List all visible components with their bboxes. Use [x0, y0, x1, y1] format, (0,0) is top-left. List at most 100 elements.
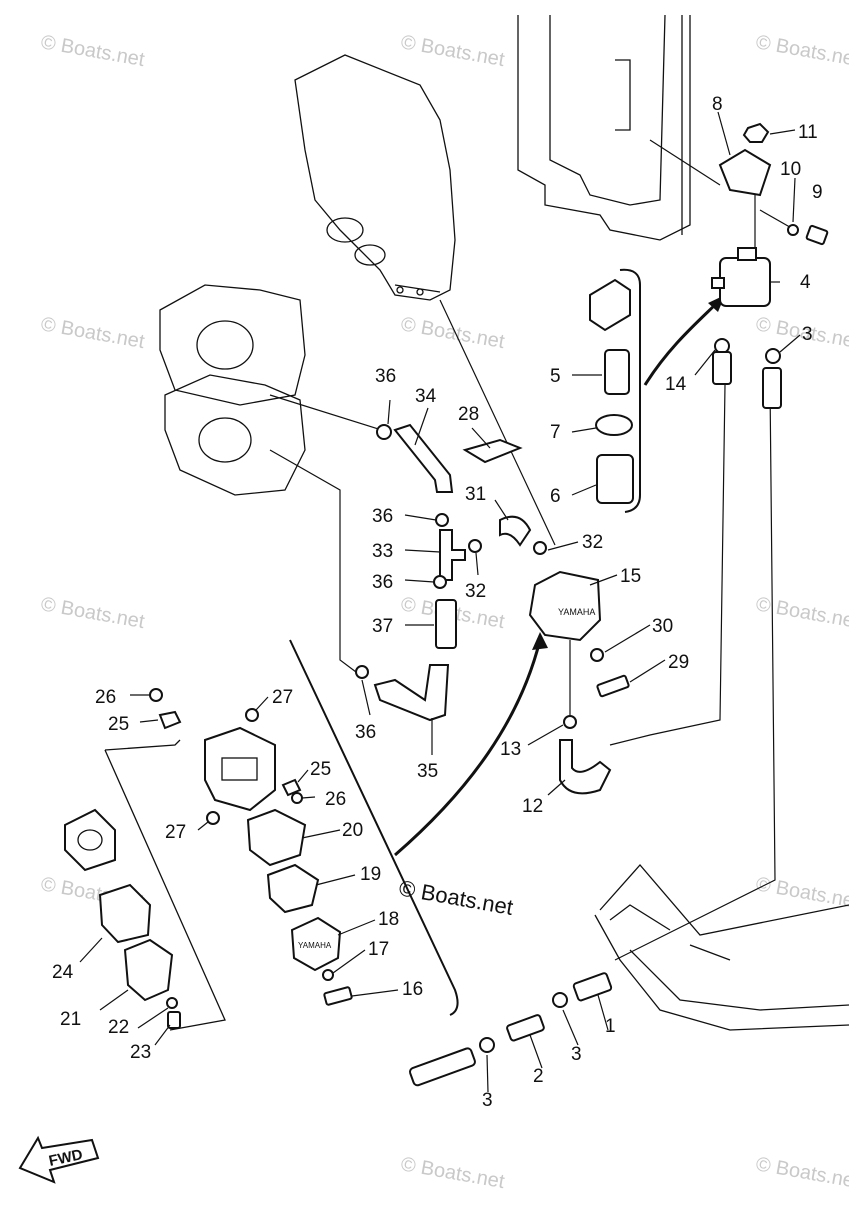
- watermark: © Boats.net: [399, 313, 506, 353]
- callout-34: 34: [415, 386, 437, 407]
- part-27-nut-lower: [206, 811, 220, 825]
- part-hose-b: [762, 367, 782, 409]
- part-plate-left: [64, 808, 116, 872]
- part-26-screw-upper: [149, 688, 163, 702]
- part-27-nut-upper: [245, 708, 259, 722]
- callout-19: 19: [360, 864, 381, 885]
- callout-7: 7: [550, 422, 561, 443]
- callout-8: 8: [712, 94, 723, 115]
- part-hose-a: [712, 351, 732, 385]
- callout-3: 3: [571, 1044, 582, 1065]
- callout-37: 37: [372, 616, 393, 637]
- callout-32: 32: [582, 532, 603, 553]
- callout-9: 9: [812, 182, 823, 203]
- callout-28: 28: [458, 404, 479, 425]
- callout-23: 23: [130, 1042, 151, 1063]
- fwd-label: FWD: [47, 1146, 84, 1170]
- bottom-cowling-outline: [594, 864, 849, 1031]
- part-20-diaphragm: [246, 808, 307, 867]
- callout-20: 20: [342, 820, 363, 841]
- callout-12: 12: [522, 796, 543, 817]
- part-pump-body: [204, 726, 276, 812]
- callout-26: 26: [95, 687, 116, 708]
- callout-2: 2: [533, 1066, 544, 1087]
- callout-31: 31: [465, 484, 486, 505]
- callout-labels: 1 2 3 3 3 4 5 6 7 8 9 10 11 12 13 14 15 …: [52, 94, 823, 1111]
- callout-18: 18: [378, 909, 399, 930]
- part-36-clamp-3: [433, 575, 447, 589]
- part-36-clamp-1: [376, 424, 392, 440]
- part-18-cover: YAMAHA: [290, 916, 342, 972]
- fuel-lines: [269, 139, 796, 961]
- watermark: © Boats.net: [399, 31, 506, 71]
- callout-11: 11: [798, 122, 818, 143]
- callout-6: 6: [550, 486, 561, 507]
- part-7-o-ring: [595, 414, 633, 436]
- brand-label: © Boats.net: [397, 875, 515, 920]
- part-10-washer: [787, 224, 799, 236]
- part-filter-fitting: [589, 278, 631, 332]
- callout-26: 26: [325, 789, 346, 810]
- watermark: © Boats.net: [399, 1153, 506, 1193]
- callout-35: 35: [417, 761, 438, 782]
- part-4-fuel-filter-assy: [711, 247, 771, 307]
- part-1-joint: [572, 972, 613, 1002]
- part-5-filter-element: [604, 349, 630, 395]
- watermark: © Boats.net: [754, 31, 849, 71]
- part-19-gasket: [266, 863, 320, 914]
- part-33-t-joint: [439, 529, 466, 581]
- callout-27: 27: [272, 687, 293, 708]
- part-15-fuel-pump: YAMAHA: [528, 570, 602, 642]
- part-37-hose: [435, 599, 457, 649]
- callout-30: 30: [652, 616, 673, 637]
- part-12-hose: [559, 739, 612, 795]
- part-26-screw-lower: [291, 792, 303, 804]
- svg-text:YAMAHA: YAMAHA: [298, 941, 332, 950]
- part-2-fuel-connector: [506, 1014, 545, 1042]
- watermark: © Boats.net: [39, 593, 146, 633]
- part-36-clamp-2: [435, 513, 449, 527]
- callout-25: 25: [310, 759, 331, 780]
- part-13-clamp: [563, 715, 577, 729]
- part-22-washer: [166, 997, 178, 1009]
- part-21-diaphragm: [123, 938, 174, 1002]
- callout-4: 4: [800, 272, 811, 293]
- part-24-gasket: [98, 883, 152, 944]
- part-11-nut: [742, 122, 770, 143]
- callout-36: 36: [375, 366, 396, 387]
- part-25-connector-lower: [281, 778, 302, 797]
- callout-13: 13: [500, 739, 521, 760]
- part-3-clamp-mid: [552, 992, 568, 1008]
- callout-15: 15: [620, 566, 641, 587]
- callout-33: 33: [372, 541, 393, 562]
- group-brackets: [104, 268, 641, 1031]
- part-34-hose: [393, 423, 454, 493]
- callout-1: 1: [605, 1016, 616, 1037]
- callout-36: 36: [372, 506, 393, 527]
- part-31-elbow: [499, 515, 532, 547]
- part-3-clamp: [765, 348, 781, 364]
- part-3-clamp-low: [479, 1037, 495, 1053]
- part-29-bolt: [596, 674, 630, 698]
- callout-22: 22: [108, 1017, 129, 1038]
- leader-lines: [79, 111, 801, 1093]
- part-36-clamp-4: [355, 665, 369, 679]
- callout-27: 27: [165, 822, 186, 843]
- carburetor-assembly-outline: [159, 284, 306, 496]
- part-9-bolt: [805, 224, 829, 246]
- part-25-connector-upper: [158, 710, 182, 730]
- callout-32: 32: [465, 581, 486, 602]
- callout-36: 36: [355, 722, 376, 743]
- brand-stamp: © Boats.net: [397, 875, 515, 920]
- part-fuel-hose-lower: [408, 1047, 476, 1087]
- part-35-hose: [373, 664, 450, 722]
- callout-16: 16: [402, 979, 423, 1000]
- part-28-gasket: [462, 438, 523, 464]
- part-8-bracket: [718, 148, 772, 197]
- callout-36: 36: [372, 572, 393, 593]
- callout-14: 14: [665, 374, 687, 395]
- watermark: © Boats.net: [754, 593, 849, 633]
- callout-10: 10: [780, 159, 801, 180]
- forward-arrow-icon: FWD: [18, 1135, 100, 1184]
